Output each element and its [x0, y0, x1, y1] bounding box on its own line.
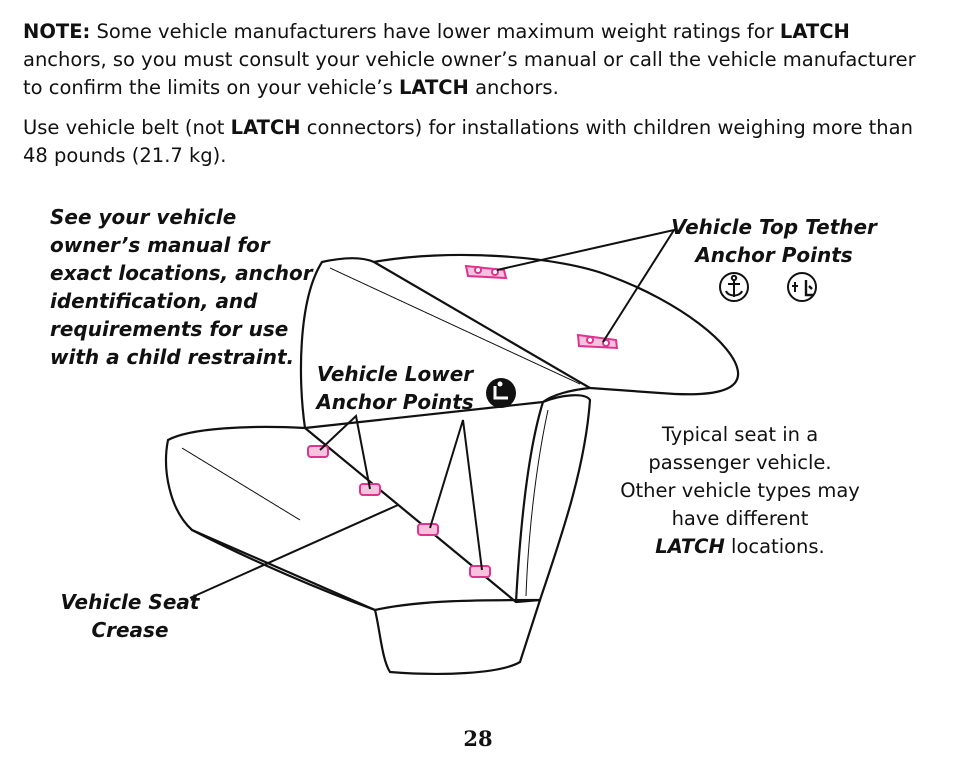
- page-number: 28: [463, 726, 493, 751]
- crease-leader: [189, 504, 399, 599]
- typical-end: locations.: [724, 535, 825, 558]
- owner-manual-callout: See your vehicle owner’s manual for exac…: [50, 205, 313, 369]
- belt-paragraph: Use vehicle belt (not LATCH connectors) …: [23, 114, 923, 170]
- note-prefix: NOTE:: [23, 20, 91, 43]
- seam-line: [181, 447, 301, 521]
- belt-text-2: connectors) for installations with child…: [23, 116, 913, 167]
- seam-line: [329, 267, 581, 385]
- lower-leader: [319, 414, 371, 490]
- seat-crease-label: Vehicle Seat Crease: [60, 590, 200, 642]
- anchor-icon: [719, 272, 749, 302]
- seat-cushion: [165, 425, 542, 675]
- note-text-3: anchors.: [468, 76, 559, 99]
- top-tether-label: Vehicle Top Tether Anchor Points: [671, 215, 877, 267]
- latch-term: LATCH: [398, 76, 469, 99]
- lower-anchor: [307, 445, 329, 458]
- note-text-1: Some vehicle manufacturers have lower ma…: [90, 20, 780, 43]
- latch-term: LATCH: [779, 20, 850, 43]
- top-tether-anchor: [576, 333, 619, 350]
- lower-leader: [429, 419, 483, 571]
- seam-line: [525, 409, 549, 597]
- belt-text-1: Use vehicle belt (not: [23, 116, 231, 139]
- typical-text: Typical seat in a passenger vehicle. Oth…: [620, 423, 860, 530]
- cushion-side-edge: [373, 598, 542, 612]
- latch-term: LATCH: [655, 535, 725, 558]
- tether-seat-icon: [787, 272, 817, 302]
- seat-back-side: [514, 394, 592, 604]
- lower-anchor-seat-icon: [486, 378, 516, 408]
- latch-term: LATCH: [230, 116, 301, 139]
- top-tether-anchor: [464, 264, 508, 280]
- lower-anchor: [469, 565, 491, 578]
- tether-leader: [496, 228, 677, 343]
- note-paragraph: NOTE: Some vehicle manufacturers have lo…: [23, 18, 923, 102]
- typical-seat-caption: Typical seat in a passenger vehicle. Oth…: [620, 421, 860, 561]
- lower-anchor-label: Vehicle Lower Anchor Points: [316, 362, 474, 414]
- seat-back-top: [372, 253, 740, 396]
- lower-anchor: [417, 523, 439, 536]
- note-text-2: anchors, so you must consult your vehicl…: [23, 48, 916, 99]
- cushion-front-edge: [190, 528, 377, 612]
